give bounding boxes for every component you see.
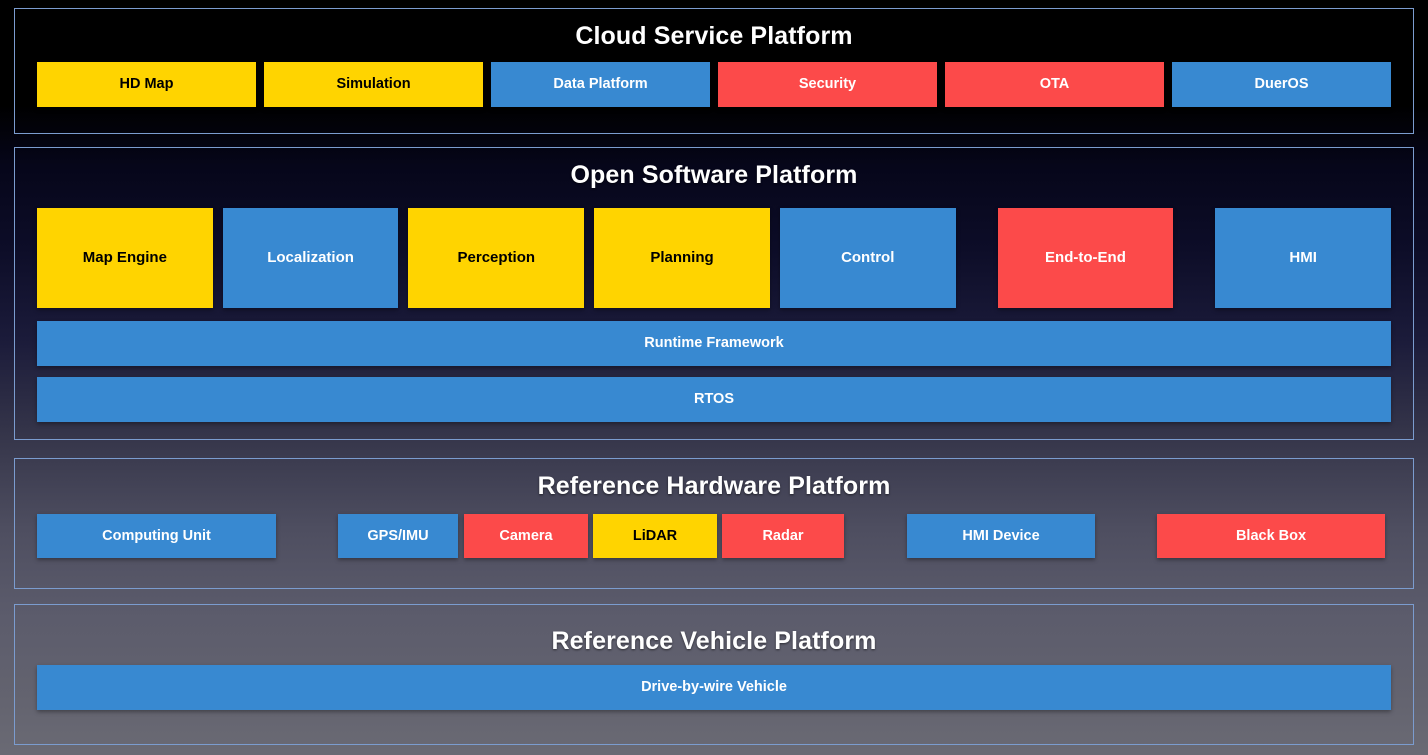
cloud-block-dueros[interactable]: DuerOS	[1172, 62, 1391, 107]
layer-reference-hardware-platform: Reference Hardware Platform Computing Un…	[14, 458, 1414, 589]
cloud-block-data-platform[interactable]: Data Platform	[491, 62, 710, 107]
cloud-block-hd-map[interactable]: HD Map	[37, 62, 256, 107]
software-block-hmi[interactable]: HMI	[1215, 208, 1392, 308]
software-block-control[interactable]: Control	[779, 208, 956, 308]
software-bar-rtos[interactable]: RTOS	[37, 377, 1391, 422]
hardware-block-camera[interactable]: Camera	[464, 514, 588, 558]
layer-cloud-service-platform: Cloud Service Platform HD Map Simulation…	[14, 8, 1414, 134]
software-block-end-to-end[interactable]: End-to-End	[997, 208, 1174, 308]
hardware-block-gps-imu[interactable]: GPS/IMU	[338, 514, 458, 558]
layer-title-cloud: Cloud Service Platform	[575, 22, 853, 50]
software-block-perception[interactable]: Perception	[408, 208, 585, 308]
layer-open-software-platform: Open Software Platform Map Engine Locali…	[14, 147, 1414, 440]
hardware-block-lidar[interactable]: LiDAR	[593, 514, 717, 558]
software-bar-runtime-framework[interactable]: Runtime Framework	[37, 321, 1391, 366]
layer-title-hardware: Reference Hardware Platform	[537, 472, 891, 500]
hardware-block-hmi-device[interactable]: HMI Device	[907, 514, 1095, 558]
cloud-block-row: HD Map Simulation Data Platform Security…	[37, 62, 1391, 107]
software-module-row: Map Engine Localization Perception Plann…	[37, 208, 1392, 308]
vehicle-bar-drive-by-wire[interactable]: Drive-by-wire Vehicle	[37, 665, 1391, 710]
hardware-block-computing-unit[interactable]: Computing Unit	[37, 514, 276, 558]
layer-title-vehicle: Reference Vehicle Platform	[551, 627, 877, 655]
hardware-block-black-box[interactable]: Black Box	[1157, 514, 1385, 558]
layer-reference-vehicle-platform: Reference Vehicle Platform Drive-by-wire…	[14, 604, 1414, 745]
hardware-block-radar[interactable]: Radar	[722, 514, 844, 558]
software-row-spacer-2	[1183, 208, 1205, 308]
software-block-map-engine[interactable]: Map Engine	[37, 208, 213, 308]
software-block-planning[interactable]: Planning	[594, 208, 770, 308]
hardware-block-row: Computing Unit GPS/IMU Camera LiDAR Rada…	[37, 514, 1391, 558]
cloud-block-ota[interactable]: OTA	[945, 62, 1164, 107]
cloud-block-simulation[interactable]: Simulation	[264, 62, 483, 107]
layer-title-software: Open Software Platform	[570, 161, 858, 189]
software-row-spacer	[966, 208, 988, 308]
cloud-block-security[interactable]: Security	[718, 62, 937, 107]
software-block-localization[interactable]: Localization	[222, 208, 399, 308]
